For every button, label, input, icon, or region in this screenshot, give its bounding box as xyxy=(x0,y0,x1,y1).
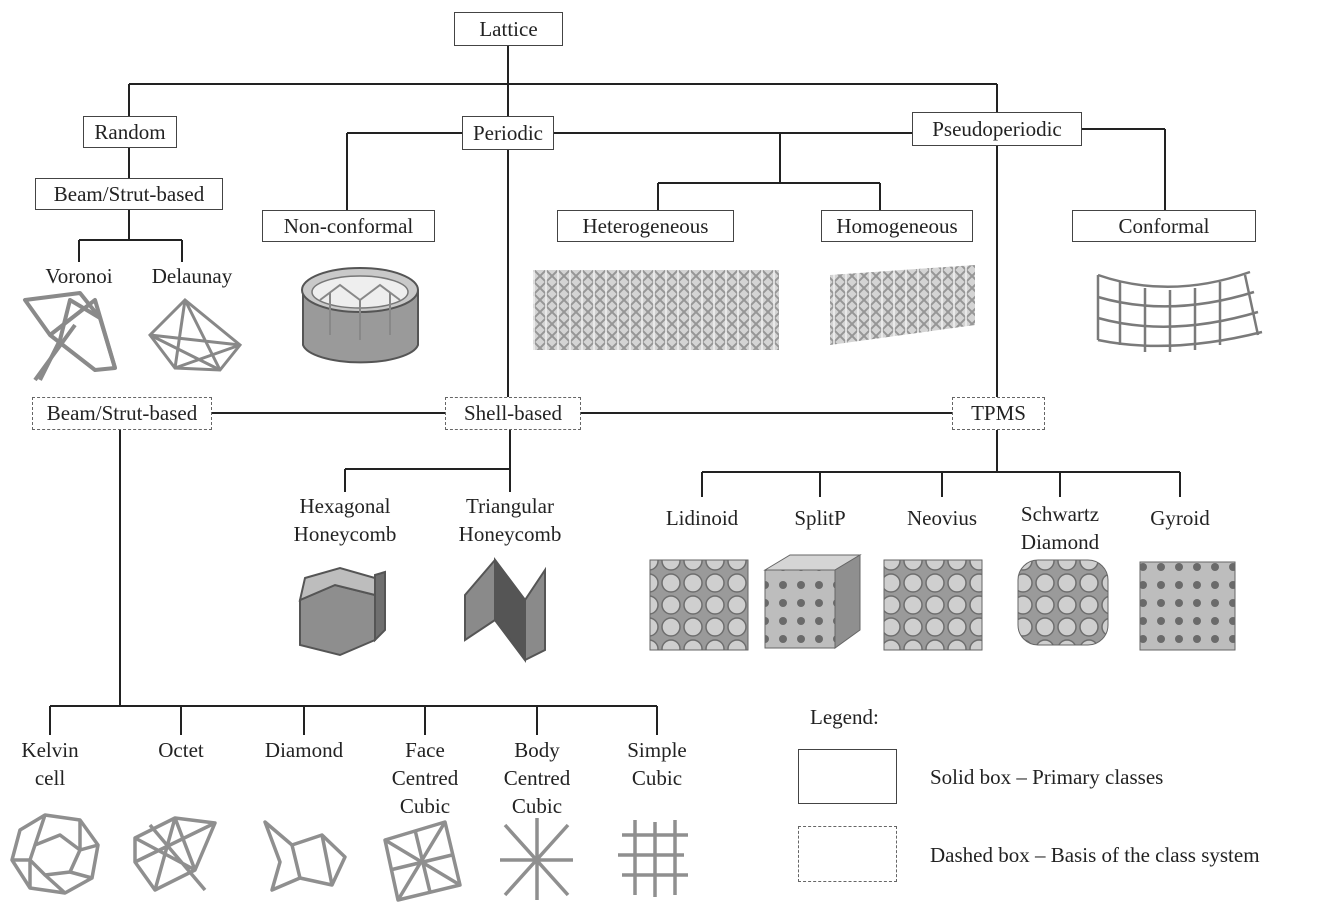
octet-label: Octet xyxy=(158,738,204,762)
conformal-box: Conformal xyxy=(1072,210,1256,242)
splitp-label: SplitP xyxy=(794,506,846,530)
conformal-image xyxy=(1096,270,1263,352)
periodic-box: Periodic xyxy=(462,116,554,150)
delaunay-image xyxy=(148,297,243,372)
lidinoid-image xyxy=(649,559,749,651)
homogeneous-box: Homogeneous xyxy=(821,210,973,242)
legend-dashed-text: Dashed box – Basis of the class system xyxy=(930,843,1260,867)
fcc-image xyxy=(383,820,462,902)
basis-tpms-box: TPMS xyxy=(952,397,1045,430)
homogeneous-image xyxy=(830,265,975,345)
voronoi-image xyxy=(23,291,117,382)
triangular-honeycomb-image xyxy=(464,557,546,663)
diamond-image xyxy=(263,820,347,892)
basis-shell-box: Shell-based xyxy=(445,397,581,430)
lidinoid-label: Lidinoid xyxy=(665,506,739,530)
lattice-box: Lattice xyxy=(454,12,563,46)
bcc-image xyxy=(500,818,573,900)
neovius-image xyxy=(883,559,983,651)
splitp-image xyxy=(763,554,862,649)
random-beam-box: Beam/Strut-based xyxy=(35,178,223,210)
gyroid-label: Gyroid xyxy=(1150,506,1210,530)
simple-cubic-image xyxy=(618,820,688,897)
kelvin-cell-image xyxy=(10,813,100,895)
legend-solid-text: Solid box – Primary classes xyxy=(930,765,1164,789)
heterogeneous-image xyxy=(533,270,779,350)
neovius-label: Neovius xyxy=(907,506,977,530)
legend-dashed-box xyxy=(798,826,897,882)
octet-image xyxy=(133,816,217,892)
gyroid-image xyxy=(1139,561,1236,651)
pseudoperiodic-box: Pseudoperiodic xyxy=(912,112,1082,146)
voronoi-label: Voronoi xyxy=(45,264,113,288)
legend-title: Legend: xyxy=(810,705,879,729)
schwartz-diamond-image xyxy=(1017,559,1109,646)
diamond-label: Diamond xyxy=(264,738,344,762)
random-box: Random xyxy=(83,116,177,148)
hexagonal-honeycomb-image xyxy=(298,566,386,657)
legend-solid-box xyxy=(798,749,897,804)
heterogeneous-box: Heterogeneous xyxy=(557,210,734,242)
nonconformal-image xyxy=(301,267,419,364)
basis-beam-box: Beam/Strut-based xyxy=(32,397,212,430)
nonconformal-box: Non-conformal xyxy=(262,210,435,242)
delaunay-label: Delaunay xyxy=(151,264,233,288)
